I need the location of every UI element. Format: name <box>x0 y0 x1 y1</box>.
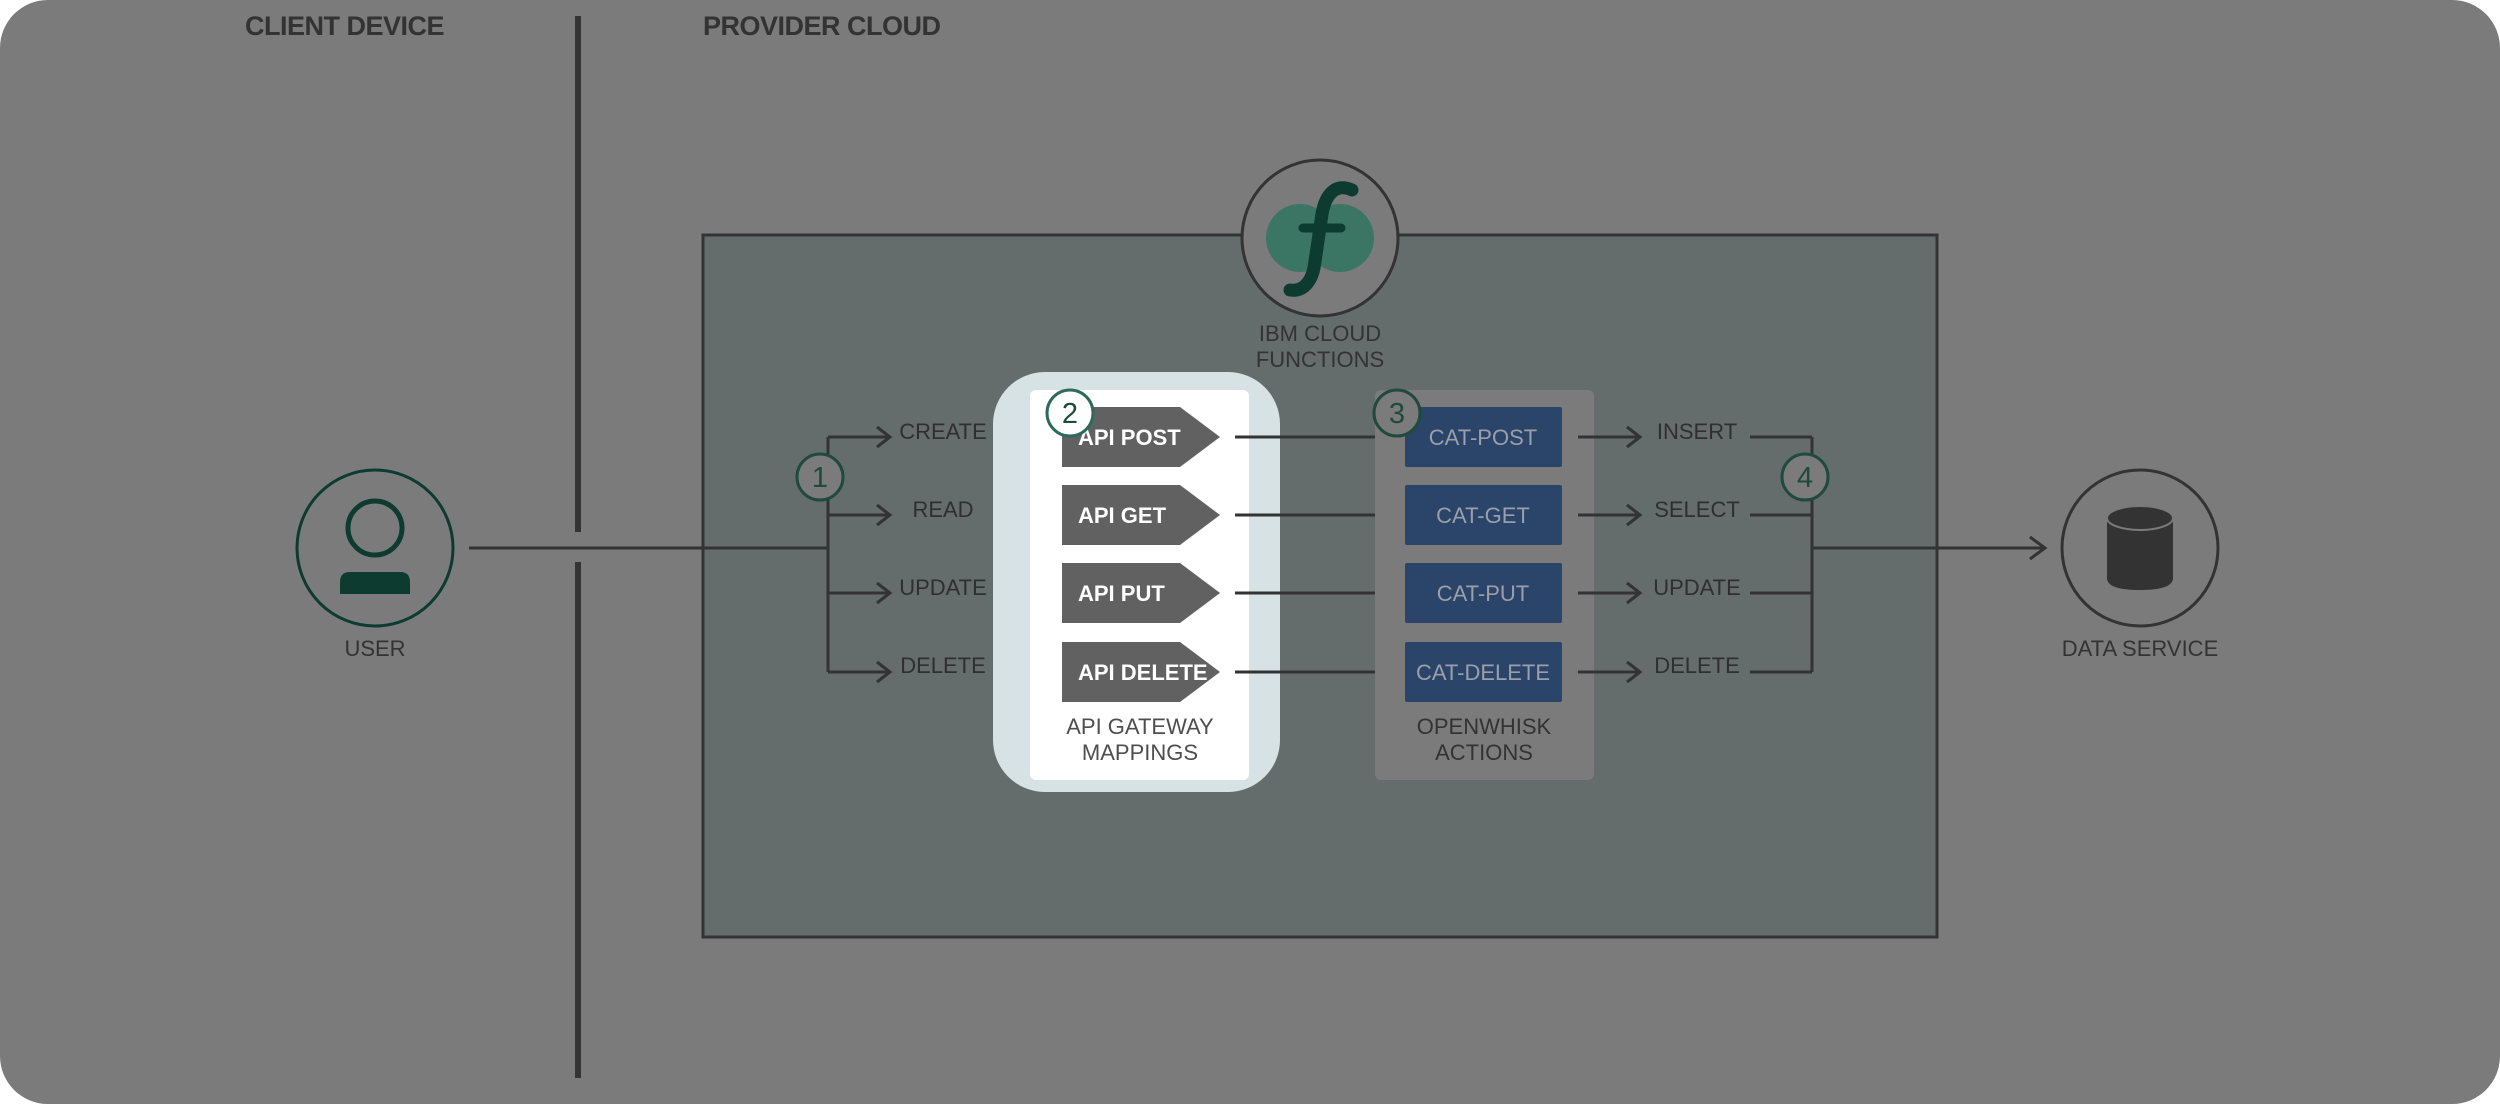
functions-boundary <box>701 233 1939 939</box>
functions-label-line2: FUNCTIONS <box>1256 347 1384 372</box>
step-3-badge: 3 <box>1372 388 1422 438</box>
svg-text:API GET: API GET <box>1078 503 1167 528</box>
action-cat-delete: CAT-DELETE <box>1405 642 1562 702</box>
svg-text:API PUT: API PUT <box>1078 581 1165 606</box>
svg-text:CAT-POST: CAT-POST <box>1429 425 1537 450</box>
action-cat-get: CAT-GET <box>1405 485 1562 545</box>
provider-cloud-heading: PROVIDER CLOUD <box>703 11 941 41</box>
op-update: UPDATE <box>1653 575 1741 600</box>
svg-text:3: 3 <box>1389 398 1405 430</box>
svg-text:1: 1 <box>812 462 828 494</box>
step-4-badge: 4 <box>1780 452 1830 502</box>
fanin-bracket <box>1750 435 2048 674</box>
op-delete: DELETE <box>1654 653 1740 678</box>
action-cat-post: CAT-POST <box>1405 407 1562 467</box>
svg-text:API POST: API POST <box>1078 425 1181 450</box>
user-icon <box>295 468 455 628</box>
op-insert: INSERT <box>1657 419 1737 444</box>
api-post-item: API POST <box>1062 407 1220 467</box>
verb-create: CREATE <box>899 419 987 444</box>
gateway-caption-line1: API GATEWAY <box>1066 714 1214 739</box>
svg-text:CAT-PUT: CAT-PUT <box>1437 581 1529 606</box>
gateway-caption-line2: MAPPINGS <box>1082 740 1198 765</box>
fanout-branches <box>828 425 893 684</box>
op-select: SELECT <box>1654 497 1740 522</box>
client-device-heading: CLIENT DEVICE <box>245 11 444 41</box>
actions-to-ops-arrows <box>1578 425 1643 684</box>
functions-label-line1: IBM CLOUD <box>1259 321 1381 346</box>
svg-text:CAT-DELETE: CAT-DELETE <box>1416 660 1550 685</box>
api-put-item: API PUT <box>1062 563 1220 623</box>
svg-text:API DELETE: API DELETE <box>1078 660 1208 685</box>
api-get-item: API GET <box>1062 485 1220 545</box>
verb-update: UPDATE <box>899 575 987 600</box>
verb-read: READ <box>912 497 973 522</box>
api-delete-item: API DELETE <box>1062 642 1220 702</box>
openwhisk-caption-line2: ACTIONS <box>1435 740 1533 765</box>
step-2-badge: 2 <box>1045 388 1095 438</box>
functions-logo-icon <box>1240 158 1400 318</box>
svg-text:2: 2 <box>1062 398 1078 430</box>
user-label: USER <box>344 636 405 661</box>
verb-delete: DELETE <box>900 653 986 678</box>
data-service-label: DATA SERVICE <box>2062 636 2219 661</box>
database-icon <box>2060 468 2220 628</box>
openwhisk-caption-line1: OPENWHISK <box>1417 714 1552 739</box>
action-cat-put: CAT-PUT <box>1405 563 1562 623</box>
step-1-badge: 1 <box>795 452 845 502</box>
svg-text:4: 4 <box>1797 462 1813 494</box>
svg-text:CAT-GET: CAT-GET <box>1436 503 1530 528</box>
